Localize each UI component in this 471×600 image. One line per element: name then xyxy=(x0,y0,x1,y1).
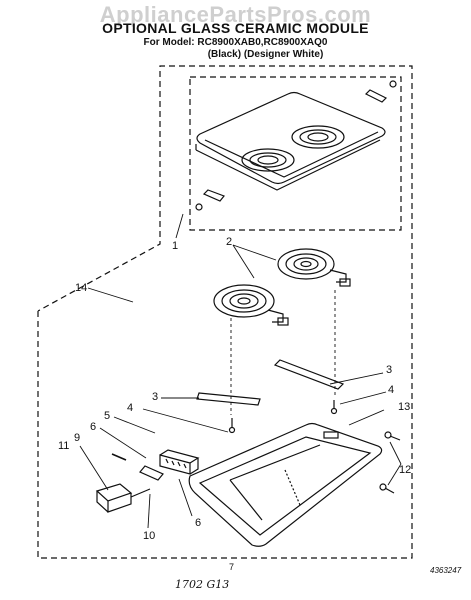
callout-6-bottom: 6 xyxy=(195,517,202,529)
switch-assembly xyxy=(95,449,200,513)
callout-9: 9 xyxy=(74,432,81,444)
burner-element-rear xyxy=(277,248,351,287)
model-line: For Model: RC8900XAB0,RC8900XAQ0 xyxy=(143,37,328,48)
leader-lines xyxy=(79,213,402,529)
glass-cooktop xyxy=(195,80,397,211)
callout-14: 14 xyxy=(75,282,88,294)
base-pan xyxy=(188,422,383,547)
callout-6-top: 6 xyxy=(90,421,97,433)
cooktop-boundary xyxy=(189,76,402,231)
bracket-right xyxy=(273,359,345,390)
page-number: 7 xyxy=(229,562,235,572)
document-code: 4363247 xyxy=(430,566,462,575)
callout-5: 5 xyxy=(104,410,111,422)
callout-4-left: 4 xyxy=(127,402,134,414)
callout-3-right: 3 xyxy=(386,364,393,376)
module-boundary xyxy=(37,65,413,559)
callout-2: 2 xyxy=(226,236,233,248)
screws xyxy=(228,400,401,494)
callout-3-left: 3 xyxy=(152,391,159,403)
bracket-left xyxy=(196,392,261,406)
callout-12: 12 xyxy=(399,464,412,476)
watermark: AppliancePartsPros.com xyxy=(99,2,372,27)
finish-line: (Black) (Designer White) xyxy=(207,49,324,60)
diagram-title: OPTIONAL GLASS CERAMIC MODULE xyxy=(102,20,369,36)
callout-4-right: 4 xyxy=(388,384,395,396)
callout-1: 1 xyxy=(172,240,179,252)
callout-10: 10 xyxy=(143,530,156,542)
callout-13: 13 xyxy=(398,401,411,413)
callout-11: 11 xyxy=(58,440,70,452)
handwritten-note: 1702 G13 xyxy=(175,578,230,591)
burner-element-front xyxy=(213,284,289,326)
